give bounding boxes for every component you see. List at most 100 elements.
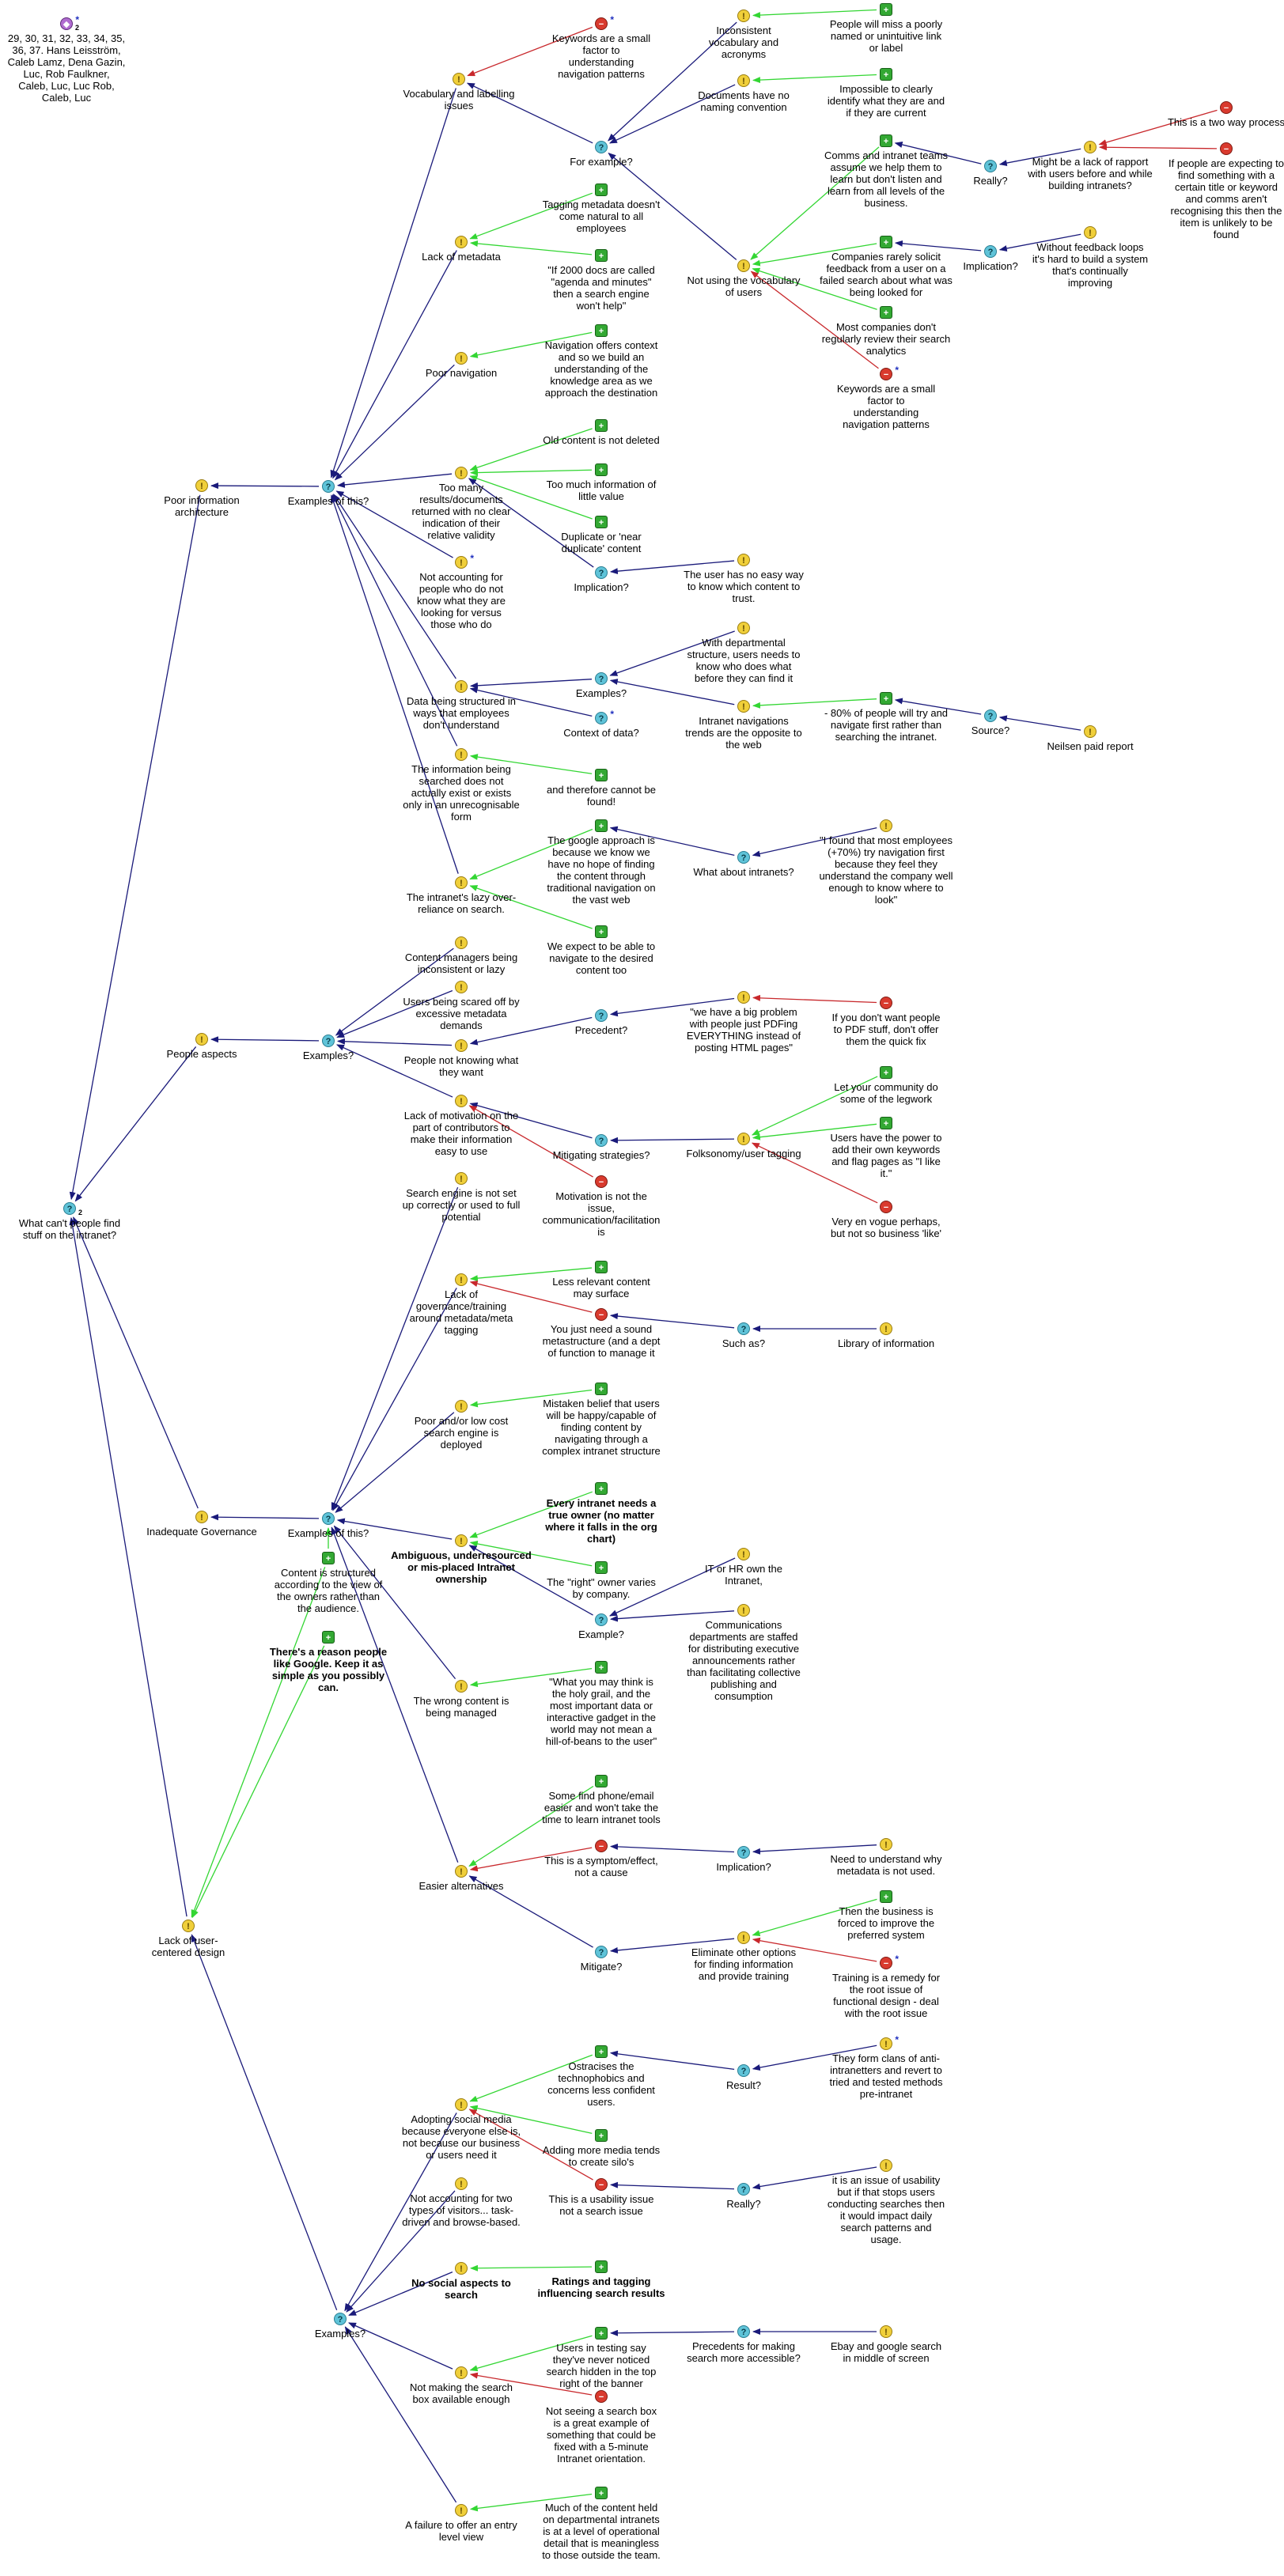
- node-clans[interactable]: !*They form clans of anti-intranetters a…: [827, 2034, 945, 2100]
- node-two-way[interactable]: −This is a two way process: [1167, 101, 1284, 128]
- node-poor-nav[interactable]: !Poor navigation: [418, 352, 505, 379]
- node-implication1[interactable]: ?Implication?: [562, 566, 641, 593]
- node-data-struct[interactable]: !Data being structured in ways that empl…: [402, 680, 521, 731]
- node-mistaken-belief[interactable]: +Mistaken belief that users will be happ…: [542, 1383, 661, 1457]
- node-scared-off[interactable]: !Users being scared off by excessive met…: [402, 981, 521, 1031]
- node-kw-small1[interactable]: −*Keywords are a small factor to underst…: [550, 14, 653, 80]
- node-old-content[interactable]: +Old content is not deleted: [542, 419, 661, 446]
- node-context-data[interactable]: ?*Context of data?: [562, 709, 641, 739]
- node-precedent[interactable]: ?Precedent?: [562, 1009, 641, 1036]
- node-lack-meta[interactable]: !Lack of metadata: [418, 236, 505, 263]
- node-tagging-meta[interactable]: +Tagging metadata doesn't come natural t…: [542, 183, 661, 234]
- node-need-understand[interactable]: !Need to understand why metadata is not …: [827, 1838, 945, 1877]
- node-duplicate[interactable]: +Duplicate or 'near duplicate' content: [542, 516, 661, 554]
- node-source[interactable]: ?Source?: [955, 709, 1026, 736]
- node-usability-issue[interactable]: −This is a usability issue not a search …: [542, 2178, 661, 2217]
- node-lack-ucd[interactable]: !Lack of user-centered design: [141, 1920, 236, 1958]
- node-motivation-not[interactable]: −Motivation is not the issue, communicat…: [542, 1175, 661, 1238]
- node-too-much-info[interactable]: +Too much information of little value: [542, 463, 661, 502]
- node-big-problem[interactable]: !"we have a big problem with people just…: [680, 991, 807, 1053]
- node-examples4[interactable]: ?Examples of this?: [281, 1512, 376, 1539]
- node-content-managers[interactable]: !Content managers being inconsistent or …: [402, 936, 521, 975]
- node-docs-naming[interactable]: !Documents have no naming convention: [680, 74, 807, 113]
- node-for-example[interactable]: ?For example?: [562, 141, 641, 168]
- node-miss-link[interactable]: +People will miss a poorly named or unin…: [827, 3, 945, 54]
- node-symptom[interactable]: −This is a symptom/effect, not a cause: [542, 1840, 661, 1878]
- node-ambiguous[interactable]: !Ambiguous, underresourced or mis-placed…: [390, 1534, 532, 1585]
- node-ratings[interactable]: +Ratings and tagging influencing search …: [534, 2260, 669, 2299]
- node-inadequate-gov[interactable]: !Inadequate Governance: [142, 1511, 261, 1538]
- node-ebay[interactable]: !Ebay and google search in middle of scr…: [827, 2325, 945, 2364]
- node-companies-rarely[interactable]: +Companies rarely solicit feedback from …: [819, 236, 953, 298]
- node-not-seeing[interactable]: −Not seeing a search box is a great exam…: [542, 2390, 661, 2464]
- node-two-types[interactable]: !Not accounting for two types of visitor…: [398, 2177, 525, 2228]
- node-wrong-content[interactable]: !The wrong content is being managed: [402, 1680, 521, 1719]
- node-impossible-id[interactable]: +Impossible to clearly identify what the…: [827, 68, 945, 119]
- node-examples3[interactable]: ?Examples?: [289, 1035, 368, 1061]
- node-people-aspects[interactable]: !People aspects: [158, 1033, 245, 1060]
- node-expect-navigate[interactable]: +We expect to be able to navigate to the…: [542, 925, 661, 976]
- node-eliminate[interactable]: !Eliminate other options for finding inf…: [684, 1931, 803, 1982]
- node-much-content[interactable]: +Much of the content held on departmenta…: [542, 2487, 661, 2561]
- node-not-knowing[interactable]: !People not knowing what they want: [402, 1039, 521, 1078]
- node-issue-usability[interactable]: !it is an issue of usability but if that…: [827, 2159, 945, 2245]
- node-too-many[interactable]: !Too many results/documents returned wit…: [410, 467, 513, 541]
- node-agenda[interactable]: +"If 2000 docs are called "agenda and mi…: [542, 249, 661, 312]
- node-comms-teams[interactable]: +Comms and intranet teams assume we help…: [819, 134, 953, 209]
- node-without-feedback[interactable]: !Without feedback loops it's hard to bui…: [1031, 226, 1150, 289]
- node-lack-governance[interactable]: !Lack of governance/training around meta…: [402, 1273, 521, 1336]
- node-ostracises[interactable]: +Ostracises the technophobics and concer…: [542, 2045, 661, 2108]
- node-users-testing[interactable]: +Users in testing say they've never noti…: [542, 2327, 661, 2389]
- node-mitigating[interactable]: ?Mitigating strategies?: [550, 1134, 653, 1161]
- node-holy-grail[interactable]: +"What you may think is the holy grail, …: [542, 1661, 661, 1747]
- node-no-easy-way[interactable]: !The user has no easy way to know which …: [680, 554, 807, 604]
- node-adopting-social[interactable]: !Adopting social media because everyone …: [398, 2098, 525, 2161]
- node-let-community[interactable]: +Let your community do some of the legwo…: [827, 1066, 945, 1105]
- node-right-owner[interactable]: +The "right" owner varies by company.: [542, 1561, 661, 1600]
- node-dont-want-pdf[interactable]: −If you don't want people to PDF stuff, …: [827, 997, 945, 1047]
- node-poor-search[interactable]: !Poor and/or low cost search engine is d…: [402, 1400, 521, 1451]
- node-lack-rapport[interactable]: !Might be a lack of rapport with users b…: [1023, 141, 1157, 191]
- node-kw-small2[interactable]: −*Keywords are a small factor to underst…: [835, 365, 937, 430]
- node-eighty-pct[interactable]: +- 80% of people will try and navigate f…: [823, 692, 949, 743]
- node-phone-email[interactable]: +Some find phone/email easier and won't …: [542, 1775, 661, 1825]
- node-it-hr[interactable]: !IT or HR own the Intranet,: [692, 1548, 795, 1587]
- node-users-power[interactable]: +Users have the power to add their own k…: [827, 1117, 945, 1179]
- node-most-companies[interactable]: +Most companies don't regularly review t…: [819, 306, 953, 357]
- node-adding-media[interactable]: +Adding more media tends to create silo'…: [542, 2129, 661, 2168]
- node-structured-view[interactable]: +Content is structured according to the …: [273, 1552, 384, 1614]
- node-info-searched[interactable]: !The information being searched does not…: [402, 748, 521, 823]
- node-vocab[interactable]: !Vocabulary and labelling issues: [400, 73, 518, 112]
- node-implication2[interactable]: ?Implication?: [951, 245, 1030, 272]
- node-nav-context[interactable]: +Navigation offers context and so we bui…: [542, 324, 661, 399]
- node-implication3[interactable]: ?Implication?: [704, 1846, 783, 1873]
- node-folksonomy[interactable]: !Folksonomy/user tagging: [684, 1133, 803, 1159]
- node-cannot-found[interactable]: +and therefore cannot be found!: [542, 769, 661, 808]
- node-not-accounting[interactable]: !*Not accounting for people who do not k…: [408, 553, 515, 630]
- node-expecting[interactable]: −If people are expecting to find somethi…: [1167, 142, 1284, 240]
- node-search-not-setup[interactable]: !Search engine is not set up correctly o…: [402, 1172, 521, 1223]
- node-no-social[interactable]: !No social aspects to search: [402, 2262, 521, 2301]
- node-result[interactable]: ?Result?: [704, 2064, 783, 2091]
- node-examples5[interactable]: ?Examples?: [301, 2313, 380, 2340]
- node-comms-depts[interactable]: !Communications departments are staffed …: [684, 1604, 803, 1702]
- node-true-owner[interactable]: +Every intranet needs a true owner (no m…: [538, 1482, 665, 1545]
- node-google-approach[interactable]: +The google approach is because we know …: [542, 819, 661, 906]
- node-training-remedy[interactable]: −*Training is a remedy for the root issu…: [827, 1954, 945, 2019]
- node-lack-motivation[interactable]: !Lack of motivation on the part of contr…: [402, 1095, 521, 1157]
- node-not-using-vocab[interactable]: !Not using the vocabulary of users: [684, 259, 803, 298]
- node-lazy-search[interactable]: !The intranet's lazy over-reliance on se…: [402, 876, 521, 915]
- node-found-most[interactable]: !"I found that most employees (+70%) try…: [819, 819, 953, 906]
- node-sound-meta[interactable]: −You just need a sound metastructure (an…: [542, 1308, 661, 1359]
- node-library[interactable]: !Library of information: [831, 1322, 941, 1349]
- node-examples1[interactable]: ?Examples of this?: [281, 480, 376, 507]
- node-inconsistent[interactable]: !Inconsistent vocabulary and acronyms: [692, 9, 795, 60]
- node-example-q[interactable]: ?Example?: [562, 1613, 641, 1640]
- node-easier-alt[interactable]: !Easier alternatives: [414, 1865, 509, 1892]
- node-very-en-vogue[interactable]: −Very en vogue perhaps, but not so busin…: [827, 1201, 945, 1239]
- node-examples2[interactable]: ?Examples?: [562, 672, 641, 699]
- node-like-google[interactable]: +There's a reason people like Google. Ke…: [265, 1631, 392, 1693]
- node-poor-ia[interactable]: !Poor information architecture: [154, 479, 249, 518]
